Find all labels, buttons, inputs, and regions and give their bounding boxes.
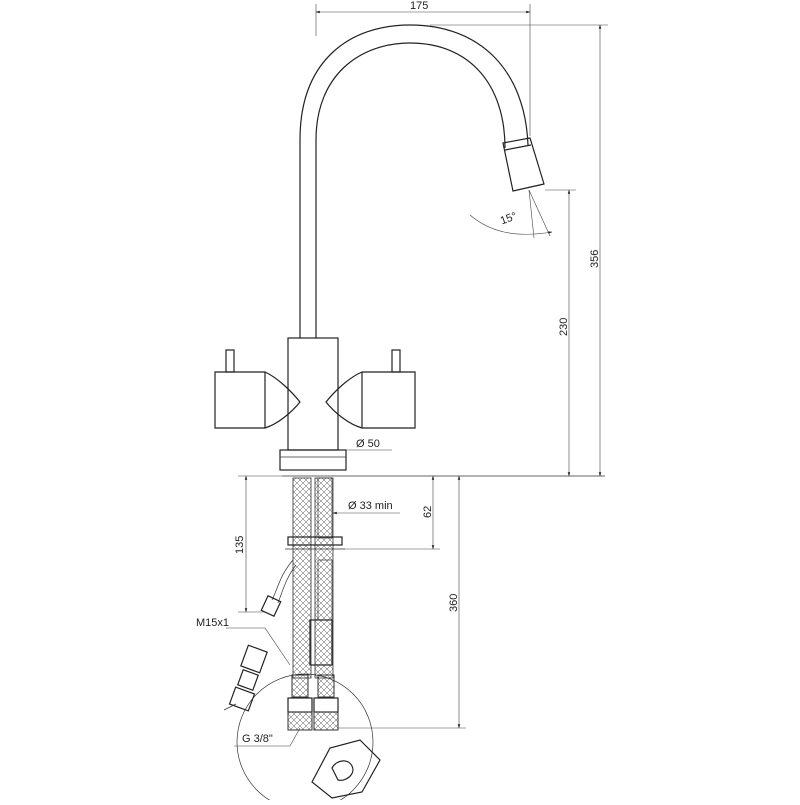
dim-356: 356 xyxy=(430,24,608,477)
supply-hoses xyxy=(285,477,345,731)
dim-62: 62 xyxy=(342,475,440,550)
flex-connector: M15x1 xyxy=(196,559,297,666)
dim-175: 175 xyxy=(315,0,531,136)
dim-hole: Ø 33 min xyxy=(332,500,400,515)
dim-175-label: 175 xyxy=(410,0,428,12)
dim-360: 360 xyxy=(338,475,466,729)
detail-circle xyxy=(236,673,374,805)
thread-g38-label: G 3/8" xyxy=(242,733,273,745)
base-diameter-label: Ø 50 xyxy=(356,438,380,450)
dim-62-label: 62 xyxy=(422,506,434,518)
faucet-body: Ø 50 xyxy=(214,337,416,471)
faucet-spout: 15° xyxy=(299,24,553,338)
dim-230: 230 xyxy=(545,189,576,477)
dim-230-label: 230 xyxy=(558,318,570,336)
angle-label: 15° xyxy=(499,210,519,227)
dim-360-label: 360 xyxy=(448,594,460,612)
hole-min-label: Ø 33 min xyxy=(348,500,393,512)
thread-m15-label: M15x1 xyxy=(196,617,229,629)
dim-356-label: 356 xyxy=(589,250,601,268)
dim-135-label: 135 xyxy=(234,536,246,554)
exploded-fittings xyxy=(223,644,381,799)
dim-135: 135 xyxy=(234,475,282,613)
